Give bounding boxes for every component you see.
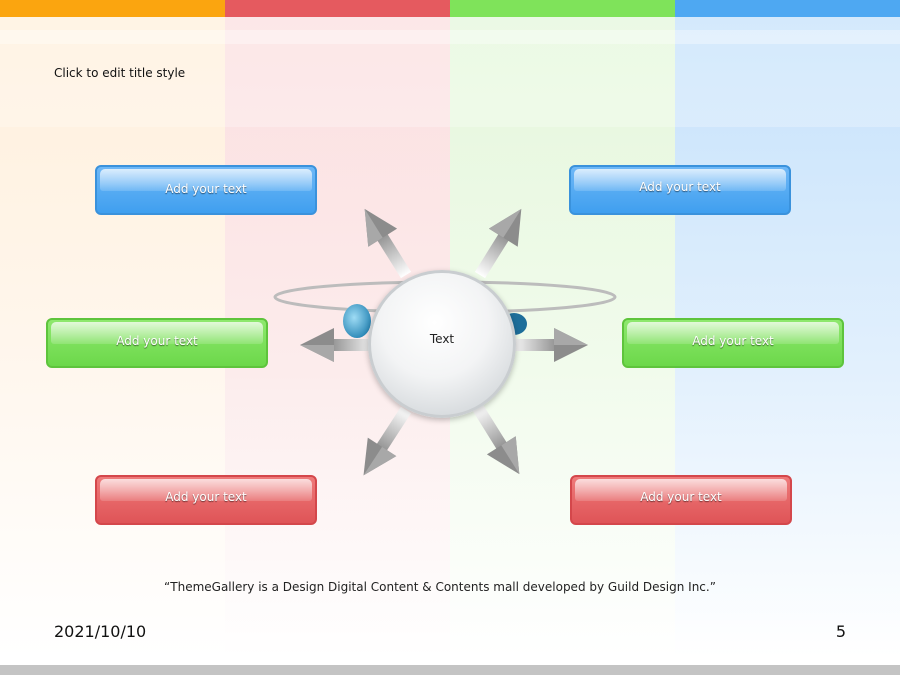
- arrow-down-left: [349, 400, 421, 485]
- arrow-up-right: [465, 199, 536, 285]
- slide-date: 2021/10/10: [54, 622, 147, 641]
- center-hub-label[interactable]: Text: [429, 332, 455, 346]
- slide-title[interactable]: Click to edit title style: [54, 66, 186, 80]
- text-box-label: Add your text: [165, 490, 247, 504]
- arrow-right: [510, 328, 588, 362]
- text-box-label: Add your text: [165, 182, 247, 196]
- text-box-label: Add your text: [692, 334, 774, 348]
- bottom-bar: [0, 665, 900, 675]
- orbit-bead-left: [343, 304, 371, 338]
- text-box-label: Add your text: [640, 490, 722, 504]
- stripe-red: [225, 0, 450, 17]
- footer-quote: “ThemeGallery is a Design Digital Conten…: [164, 580, 716, 594]
- slide-number: 5: [835, 622, 846, 641]
- arrow-up-left: [350, 199, 421, 285]
- text-box-label: Add your text: [639, 180, 721, 194]
- title-band: [0, 17, 900, 127]
- text-box-top-right[interactable]: Add your text: [569, 165, 791, 215]
- stripe-orange: [0, 0, 225, 17]
- center-hub: [368, 270, 516, 418]
- text-box-bottom-left[interactable]: Add your text: [95, 475, 317, 525]
- text-box-label: Add your text: [116, 334, 198, 348]
- text-box-middle-right[interactable]: Add your text: [622, 318, 844, 368]
- stripe-blue: [675, 0, 900, 17]
- text-box-middle-left[interactable]: Add your text: [46, 318, 268, 368]
- text-box-top-left[interactable]: Add your text: [95, 165, 317, 215]
- title-band-highlight: [0, 30, 900, 44]
- arrow-down-right: [463, 398, 534, 484]
- text-box-bottom-right[interactable]: Add your text: [570, 475, 792, 525]
- stripe-green: [450, 0, 675, 17]
